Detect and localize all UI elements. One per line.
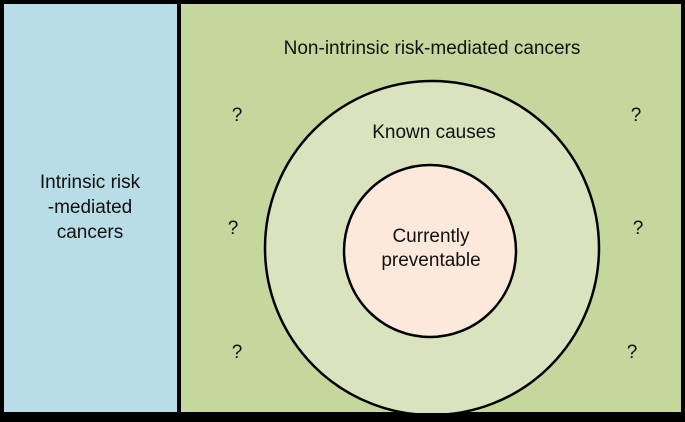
- non-intrinsic-label: Non-intrinsic risk-mediated cancers: [284, 38, 581, 59]
- intrinsic-label-line3: cancers: [57, 222, 124, 243]
- preventable-label-line1: Currently: [392, 226, 470, 247]
- intrinsic-label-line2: -mediated: [48, 197, 133, 218]
- known-causes-label: Known causes: [372, 122, 496, 143]
- currently-preventable-circle: [342, 163, 518, 339]
- unknown-marker: ?: [631, 105, 642, 126]
- intrinsic-region: [0, 0, 181, 416]
- intrinsic-label-line1: Intrinsic risk: [40, 172, 141, 193]
- unknown-marker: ?: [228, 218, 239, 239]
- preventable-label-line2: preventable: [381, 250, 480, 271]
- bottom-border: [0, 413, 685, 422]
- unknown-marker: ?: [627, 342, 638, 363]
- unknown-marker: ?: [633, 218, 644, 239]
- unknown-marker: ?: [232, 342, 243, 363]
- unknown-marker: ?: [232, 105, 243, 126]
